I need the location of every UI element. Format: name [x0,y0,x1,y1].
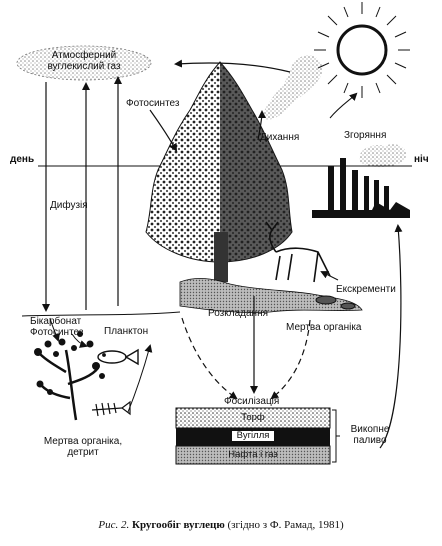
fossil-fuel-bracket [332,409,340,463]
atmosphere-label: Атмосферний вуглекислий газ [47,50,121,72]
ground [179,278,363,313]
fish-icon [97,348,139,366]
caption-title: Кругообіг вуглецю [131,519,225,531]
fossil-fuel-label: Викопне паливо [350,424,390,446]
detritus-arrow [127,344,153,413]
photosynthesis-arrow [149,109,177,152]
seaweed-illustration [34,331,105,421]
dead-organic-illustration [315,295,356,310]
dead-organic-detritus-label: Мертва органіка, детрит [43,436,123,458]
decomposition-label: Розкладання [208,308,269,319]
fossil-fuel-strata [175,407,331,465]
oil-gas-layer [175,445,331,465]
fish-skeleton-icon [91,400,131,417]
day-label: день [10,154,35,165]
respiration-arrow [257,110,266,141]
deer-illustration [265,221,331,283]
oil-gas-label: Нафта і газ [228,449,278,460]
plankton-label: Планктон [104,326,149,337]
decomposition-dashed-right [270,319,311,400]
bicarbonate-label: Бікарбонат [30,316,82,327]
excrement-label: Екскременти [336,284,396,295]
dead-organic-label: Мертва органіка [286,322,362,333]
fuel-to-combustion-arrow [379,224,403,449]
night-label: ніч [414,154,429,165]
water-surface [21,311,181,317]
fossilization-label: Фосилізація [224,396,280,407]
water-photosynthesis-label: Фотосинтез [30,327,84,338]
decomposition-dashed-left [181,317,238,400]
figure-caption: Рис. 2. Кругообіг вуглецю (згідно з Ф. Р… [0,519,442,531]
excrement-arrow [320,271,339,281]
caption-source: (згідно з Ф. Рамад, 1981) [227,519,344,531]
coal-label: Вугілля [232,431,274,441]
photosynthesis-label: Фотосинтез [126,98,180,109]
caption-figure-number: Рис. 2. [98,519,130,531]
sun-icon [314,2,410,98]
factory-icon [312,158,410,218]
water-photosynthesis-arrow [71,333,88,348]
respiration-label: Дихання [260,132,300,143]
peat-label: Торф [241,412,265,423]
diffusion-label: Дифузія [50,200,88,211]
atmosphere-ellipse [17,46,151,80]
combustion-smoke [359,144,407,168]
return-to-atmosphere-arrow [174,59,291,73]
combustion-label: Згоряння [344,130,387,141]
combustion-arrow [329,92,358,119]
respiration-smoke [262,55,323,120]
tree-illustration [145,61,293,282]
bicarbonate-arrow [49,317,60,342]
